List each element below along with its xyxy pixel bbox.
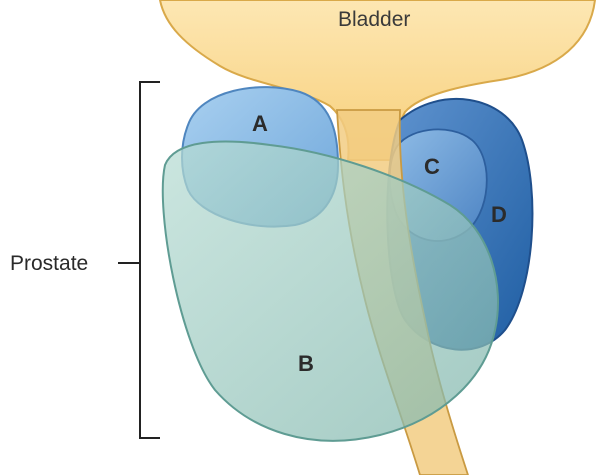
zone-d-label: D	[491, 202, 507, 227]
zone-c-label: C	[424, 154, 440, 179]
prostate-label: Prostate	[10, 252, 88, 275]
bladder-label: Bladder	[338, 8, 410, 31]
zone-b-label: B	[298, 351, 314, 376]
prostate-bracket	[140, 82, 160, 438]
zone-a-label: A	[252, 111, 268, 136]
